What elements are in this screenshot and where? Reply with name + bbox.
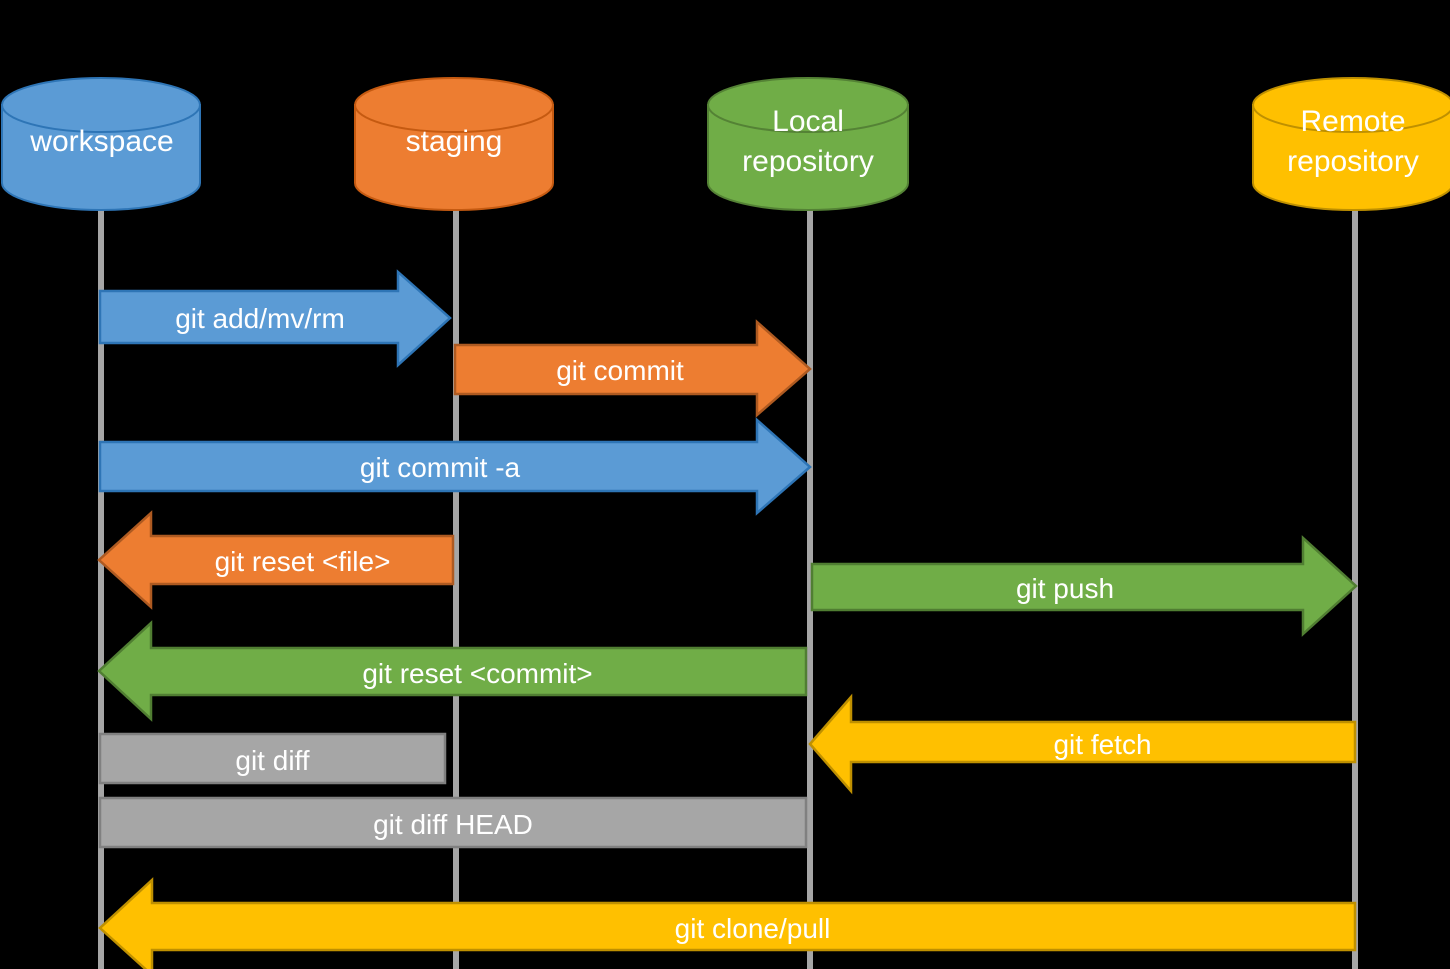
node-workspace[interactable] bbox=[1, 77, 201, 211]
lifeline-local-repository bbox=[807, 195, 813, 969]
lifelines bbox=[98, 195, 1358, 969]
node-remote-repository[interactable] bbox=[1252, 77, 1450, 211]
arrow-git-fetch[interactable] bbox=[808, 693, 1357, 795]
arrow-git-reset-file[interactable] bbox=[97, 510, 455, 610]
bar-git-diff[interactable] bbox=[98, 732, 447, 785]
arrow-git-add-mv-rm[interactable] bbox=[98, 269, 452, 368]
bar-git-diff-head[interactable] bbox=[98, 796, 808, 849]
node-local-repository[interactable] bbox=[707, 77, 909, 211]
lifeline-staging bbox=[453, 195, 459, 969]
arrow-git-commit[interactable] bbox=[453, 319, 812, 418]
arrow-git-commit-a[interactable] bbox=[98, 417, 812, 516]
lifeline-workspace bbox=[98, 195, 104, 969]
arrow-git-clone-pull[interactable] bbox=[98, 877, 1357, 969]
arrow-git-push[interactable] bbox=[810, 535, 1358, 637]
arrow-git-reset-commit[interactable] bbox=[97, 620, 808, 722]
node-staging[interactable] bbox=[354, 77, 554, 211]
lifeline-remote-repository bbox=[1352, 195, 1358, 969]
